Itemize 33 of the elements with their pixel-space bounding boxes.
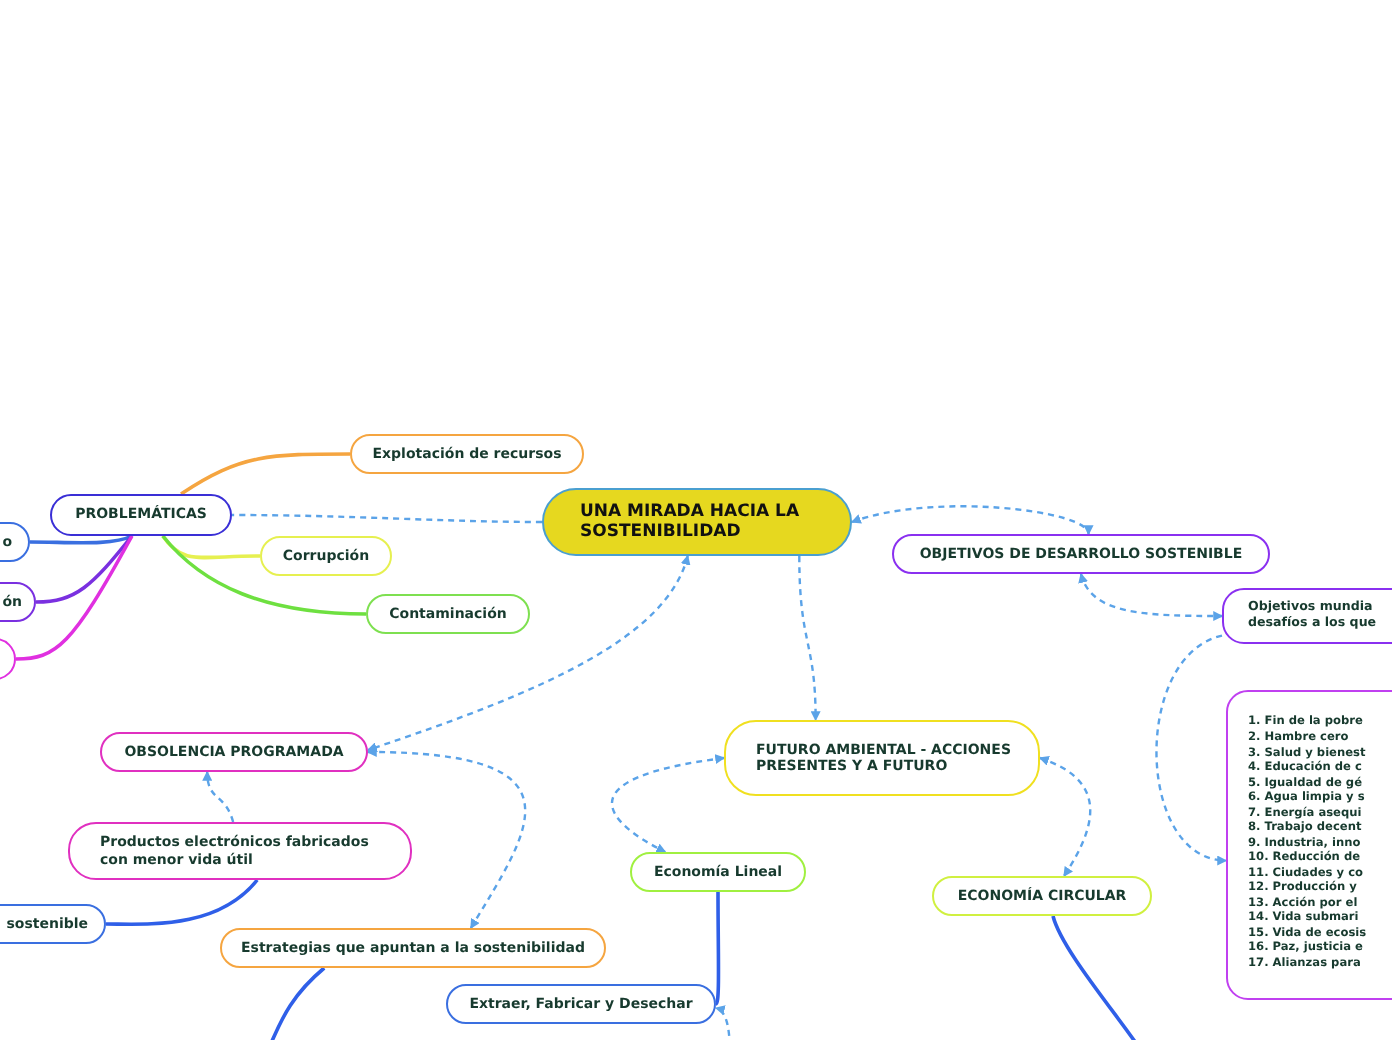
- topic-box: [724, 720, 1040, 796]
- branch-line: [714, 892, 721, 1005]
- dashed-connector: [366, 554, 690, 752]
- branch-line: [106, 878, 259, 926]
- topic-box: [446, 984, 716, 1024]
- dashed-connector: [1038, 756, 1092, 878]
- dashed-connector: [1155, 634, 1228, 864]
- dashed-connector: [202, 770, 235, 823]
- topic-box: [932, 876, 1152, 916]
- dashed-connector: [611, 754, 726, 854]
- branch-line: [15, 535, 134, 661]
- dashed-connector: [714, 1006, 732, 1040]
- branch-line: [161, 534, 367, 616]
- central-topic: [542, 488, 852, 556]
- dashed-connector: [798, 555, 821, 722]
- topic-box: [260, 536, 392, 576]
- topic-box: [630, 852, 806, 892]
- topic-box: [68, 822, 412, 880]
- dashed-connector: [232, 513, 542, 524]
- branch-line: [161, 534, 261, 560]
- topic-box: [100, 732, 368, 772]
- topic-box: [220, 928, 606, 968]
- dashed-connector: [850, 505, 1090, 536]
- dashed-connector: [366, 747, 526, 930]
- branch-line: [30, 534, 133, 545]
- topic-box: [366, 594, 530, 634]
- branch-line: [35, 534, 134, 604]
- dashed-connector: [1079, 572, 1224, 621]
- topic-box: [50, 494, 232, 536]
- branch-line: [180, 452, 350, 496]
- topic-box: [350, 434, 584, 474]
- node-text: UNA MIRADA HACIA LA SOSTENIBILIDAD: [580, 501, 802, 543]
- topic-box: [892, 534, 1270, 574]
